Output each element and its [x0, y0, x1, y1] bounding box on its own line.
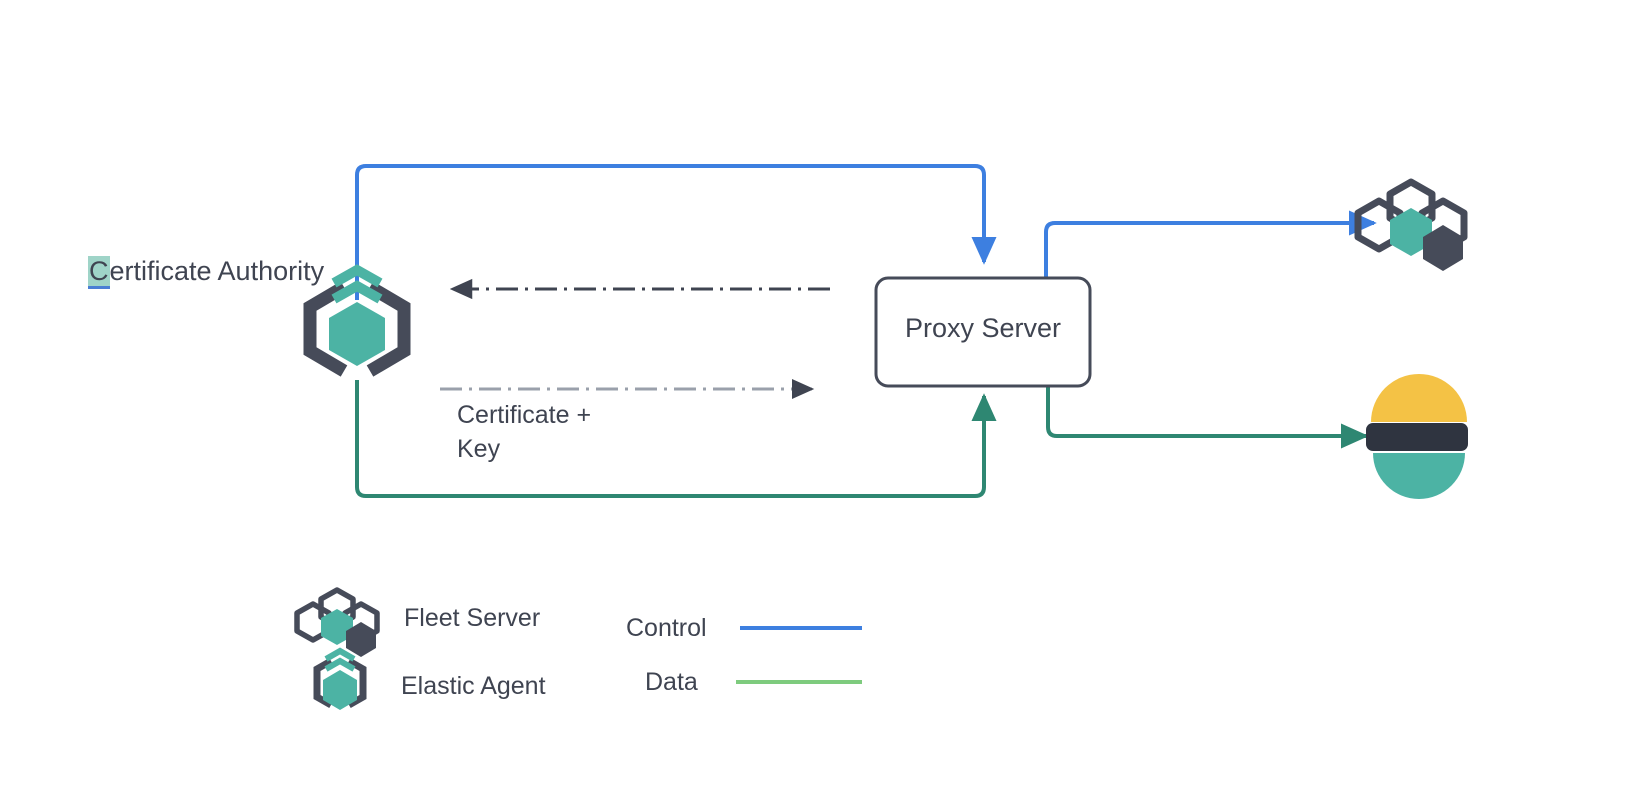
- legend-elastic-agent-icon: [313, 647, 367, 710]
- data-edge-proxy-to-elasticsearch: [1046, 386, 1369, 449]
- certificate-authority-label: Certificate Authority: [88, 255, 325, 289]
- proxy-server-label: Proxy Server: [904, 313, 1062, 343]
- elasticsearch-icon: [1366, 374, 1468, 499]
- proxy-server-box[interactable]: [874, 276, 1092, 388]
- elastic-agent-icon: [303, 264, 411, 377]
- legend-label-control: Control: [626, 614, 707, 642]
- certificate-authority-highlight: C: [88, 256, 110, 289]
- certificate-key-edge-label: Certificate + Key: [457, 401, 592, 463]
- legend-label-fleet-server: Fleet Server: [404, 604, 541, 632]
- legend-label-data: Data: [645, 668, 698, 696]
- control-edge-proxy-to-fleet: [1044, 210, 1377, 278]
- certificate-authority-text: ertificate Authority: [109, 256, 325, 286]
- legend-label-elastic-agent: Elastic Agent: [401, 672, 546, 700]
- fleet-server-icon: [1354, 178, 1468, 271]
- legend-fleet-server-icon: [294, 587, 380, 657]
- control-edge-agent-to-proxy: [355, 164, 997, 300]
- data-edge-agent-to-proxy: [355, 380, 997, 498]
